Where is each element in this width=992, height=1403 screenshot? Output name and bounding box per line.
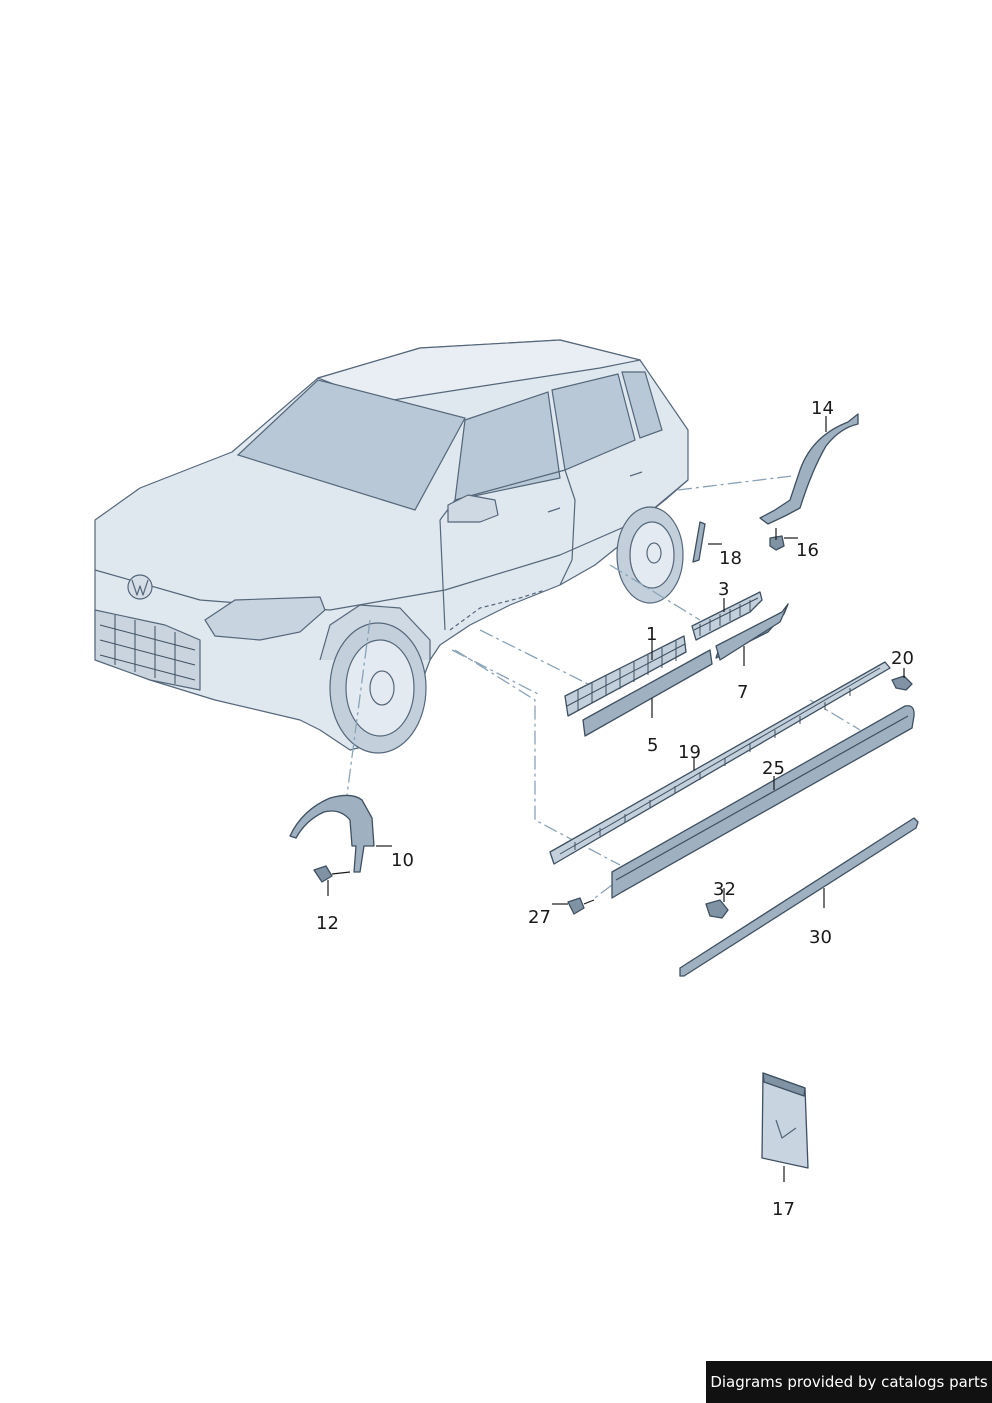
callout-1: 1	[646, 624, 657, 645]
long-trim-strip	[679, 817, 919, 977]
small-trim-strip	[692, 521, 706, 563]
callout-32: 32	[713, 879, 736, 900]
callout-7: 7	[737, 682, 748, 703]
screw-16	[769, 528, 785, 551]
callout-25: 25	[762, 758, 785, 779]
sill-panel	[611, 705, 915, 899]
callout-5: 5	[647, 735, 658, 756]
callout-12: 12	[316, 913, 339, 934]
leader-lines	[327, 416, 905, 1182]
clip-20	[891, 675, 913, 691]
screw-12	[313, 865, 351, 883]
callout-16: 16	[796, 540, 819, 561]
callout-14: 14	[811, 398, 834, 419]
front-wheel-arch-trim	[289, 794, 375, 873]
callout-20: 20	[891, 648, 914, 669]
callout-18: 18	[719, 548, 742, 569]
rear-strip-body	[715, 603, 789, 661]
rear-bracket	[691, 591, 763, 641]
sill-panel-edge	[615, 715, 909, 881]
parts-bag	[761, 1072, 809, 1169]
callout-27: 27	[528, 907, 551, 928]
front-bracket	[564, 635, 687, 717]
callout-labels: 14 16 18 3 1 7 20 5 19 25 10 32 27 12 30…	[316, 398, 914, 1220]
front-strip	[582, 649, 713, 737]
screw-27	[567, 897, 595, 915]
rear-wheel-arch-trim	[759, 413, 859, 525]
callout-17: 17	[772, 1199, 795, 1220]
footer-attribution: Diagrams provided by catalogs parts	[706, 1361, 992, 1403]
callout-3: 3	[718, 579, 729, 600]
callout-30: 30	[809, 927, 832, 948]
callout-19: 19	[678, 742, 701, 763]
sill-bracket	[549, 661, 891, 865]
callout-10: 10	[391, 850, 414, 871]
clip-32	[705, 899, 729, 919]
car-illustration	[94, 339, 689, 754]
